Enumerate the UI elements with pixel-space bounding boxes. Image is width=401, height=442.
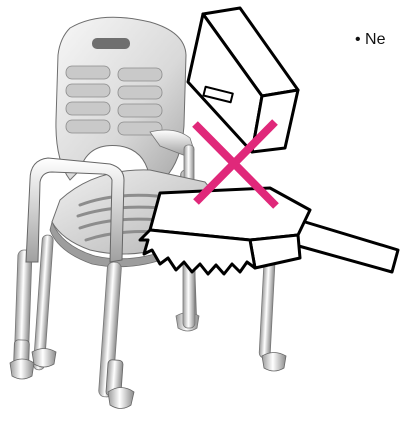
chair-front-leg-left [10, 250, 34, 379]
backrest-handle-slot [92, 38, 130, 49]
chair-backrest [56, 17, 186, 180]
chair-front-leg-right [98, 262, 134, 409]
chair-back-leg-left-foot [32, 349, 56, 368]
caption-text: • Ne [355, 30, 386, 50]
